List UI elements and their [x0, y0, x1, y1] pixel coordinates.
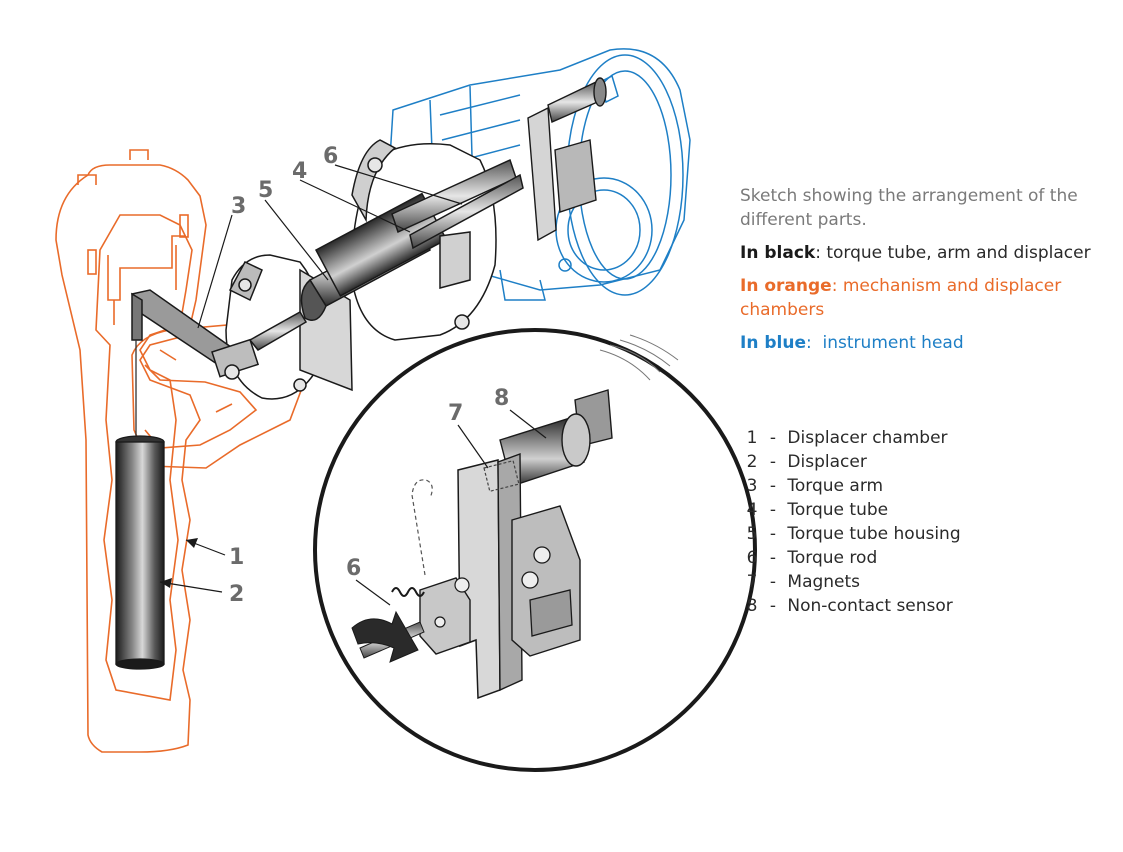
displacer-chamber-outline [55, 149, 207, 753]
separator: - [769, 500, 777, 520]
legend-blue: In blue: instrument head [740, 331, 1100, 355]
separator: - [769, 524, 777, 544]
list-item: 1- Displacer chamber [740, 426, 961, 450]
legend-black-desc: : torque tube, arm and displacer [815, 243, 1091, 263]
legend-blue-desc: instrument head [822, 333, 964, 353]
legend-intro: Sketch showing the arrangement of the di… [740, 186, 1078, 230]
separator: - [769, 596, 777, 616]
legend-black: In black: torque tube, arm and displacer [740, 241, 1100, 265]
part-number: 7 [746, 572, 758, 592]
list-item: 8- Non-contact sensor [740, 594, 961, 618]
torque-tube-assembly [300, 158, 524, 321]
callout-5: 5 [258, 178, 273, 203]
part-number: 4 [746, 500, 758, 520]
list-item: 3- Torque arm [740, 474, 961, 498]
legend-orange-desc: : mechanism and displacer chambers [740, 276, 1062, 320]
separator: - [769, 428, 777, 448]
part-name: Displacer chamber [787, 428, 948, 448]
leader-arrowheads [160, 538, 198, 588]
legend-orange-key: In orange [740, 276, 832, 296]
separator: - [769, 476, 777, 496]
detail-inset [313, 328, 757, 772]
part-name: Magnets [787, 572, 861, 592]
legend-black-key: In black [740, 243, 816, 263]
separator: - [769, 572, 777, 592]
list-item: 4- Torque tube [740, 498, 961, 522]
callout-4: 4 [292, 159, 307, 184]
part-name: Torque tube housing [787, 524, 961, 544]
callout-6-detail: 6 [346, 556, 361, 581]
callout-7: 7 [448, 401, 463, 426]
part-name: Torque tube [787, 500, 889, 520]
separator: - [769, 548, 777, 568]
callout-8: 8 [494, 386, 509, 411]
legend-panel: Sketch showing the arrangement of the di… [740, 184, 1100, 616]
part-name: Torque arm [787, 476, 884, 496]
legend-orange: In orange: mechanism and displacer chamb… [740, 274, 1100, 322]
list-item: 7- Magnets [740, 570, 961, 594]
part-number: 2 [746, 452, 758, 472]
curved-arrow-icon [351, 610, 419, 663]
part-name: Torque rod [787, 548, 878, 568]
part-number: 3 [746, 476, 758, 496]
list-item: 2- Displacer [740, 450, 961, 474]
part-number: 8 [746, 596, 758, 616]
callout-3: 3 [231, 194, 246, 219]
part-name: Non-contact sensor [787, 596, 953, 616]
list-item: 5- Torque tube housing [740, 522, 961, 546]
part-number: 1 [746, 428, 758, 448]
part-number: 5 [746, 524, 758, 544]
torque-arm [131, 289, 308, 380]
callout-2: 2 [229, 582, 244, 607]
list-item: 6- Torque rod [740, 546, 961, 570]
callout-6: 6 [323, 144, 338, 169]
head-sensor [527, 77, 607, 242]
displacer [115, 340, 165, 670]
legend-blue-sep: : [805, 333, 812, 353]
part-number: 6 [746, 548, 758, 568]
part-name: Displacer [787, 452, 867, 472]
callout-1: 1 [229, 545, 244, 570]
legend-blue-key: In blue [740, 333, 806, 353]
separator: - [769, 452, 777, 472]
